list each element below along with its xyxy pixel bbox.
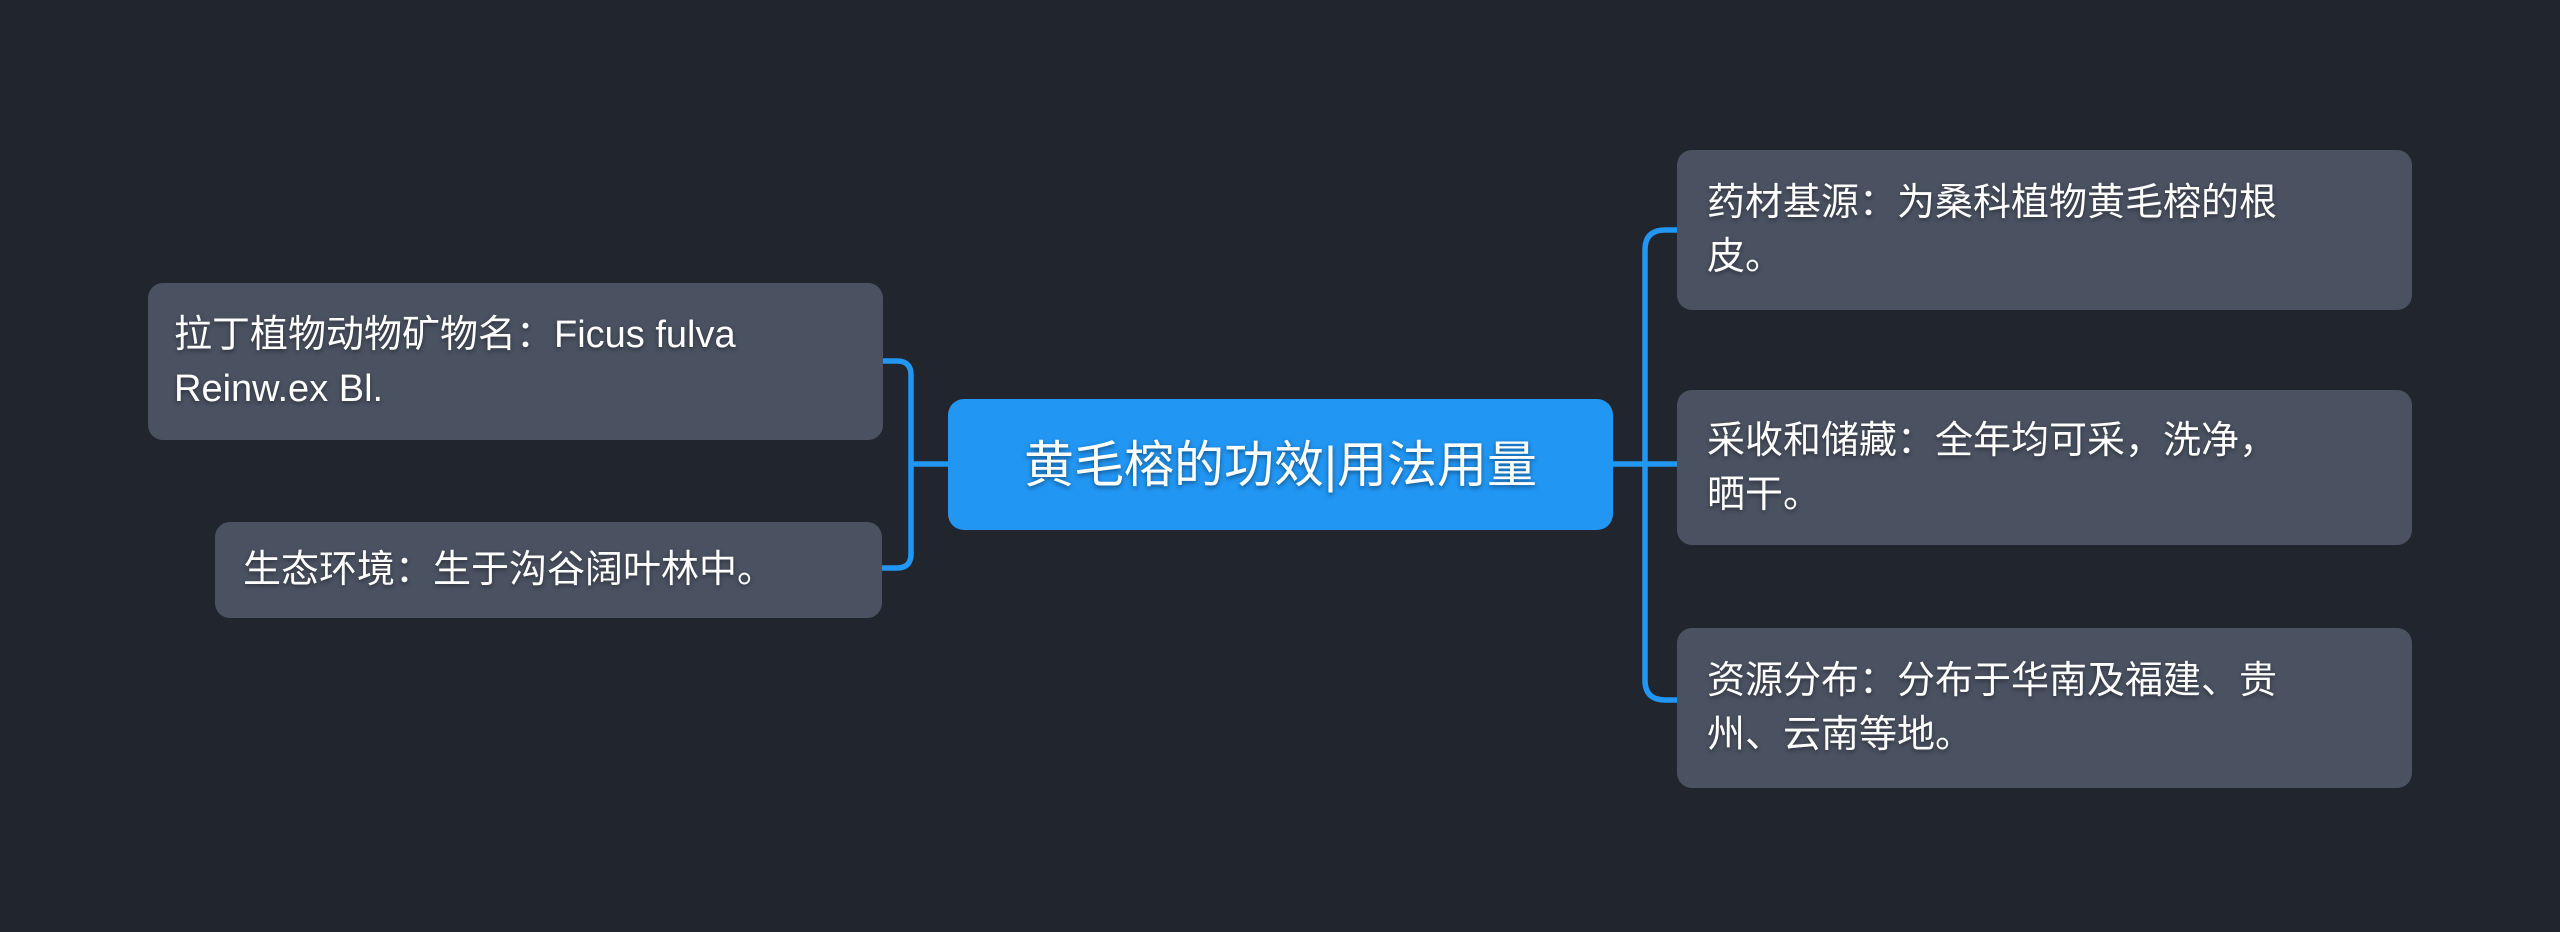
node-medicinal-source-label: 药材基源：为桑科植物黄毛榕的根 皮。 — [1707, 182, 2278, 278]
connector-left-branch — [882, 358, 914, 571]
node-harvest-storage-label: 采收和储藏：全年均可采，洗净， 晒干。 — [1707, 419, 2278, 516]
root-node-title: 黄毛榕的功效|用法用量 — [1024, 436, 1537, 493]
node-ecology[interactable]: 生态环境：生于沟谷阔叶林中。 — [215, 522, 882, 618]
connector-right-branch — [1642, 227, 1677, 703]
root-node[interactable]: 黄毛榕的功效|用法用量 — [948, 399, 1613, 530]
node-harvest-storage[interactable]: 采收和储藏：全年均可采，洗净， 晒干。 — [1677, 390, 2412, 545]
node-latin-name-label: 拉丁植物动物矿物名：Ficus fulva Reinw.ex Bl. — [174, 313, 736, 410]
node-distribution-label: 资源分布：分布于华南及福建、贵 州、云南等地。 — [1707, 660, 2278, 756]
node-medicinal-source[interactable]: 药材基源：为桑科植物黄毛榕的根 皮。 — [1677, 150, 2412, 310]
node-latin-name[interactable]: 拉丁植物动物矿物名：Ficus fulva Reinw.ex Bl. — [148, 283, 883, 440]
node-ecology-label: 生态环境：生于沟谷阔叶林中。 — [243, 549, 776, 591]
node-distribution[interactable]: 资源分布：分布于华南及福建、贵 州、云南等地。 — [1677, 628, 2412, 788]
